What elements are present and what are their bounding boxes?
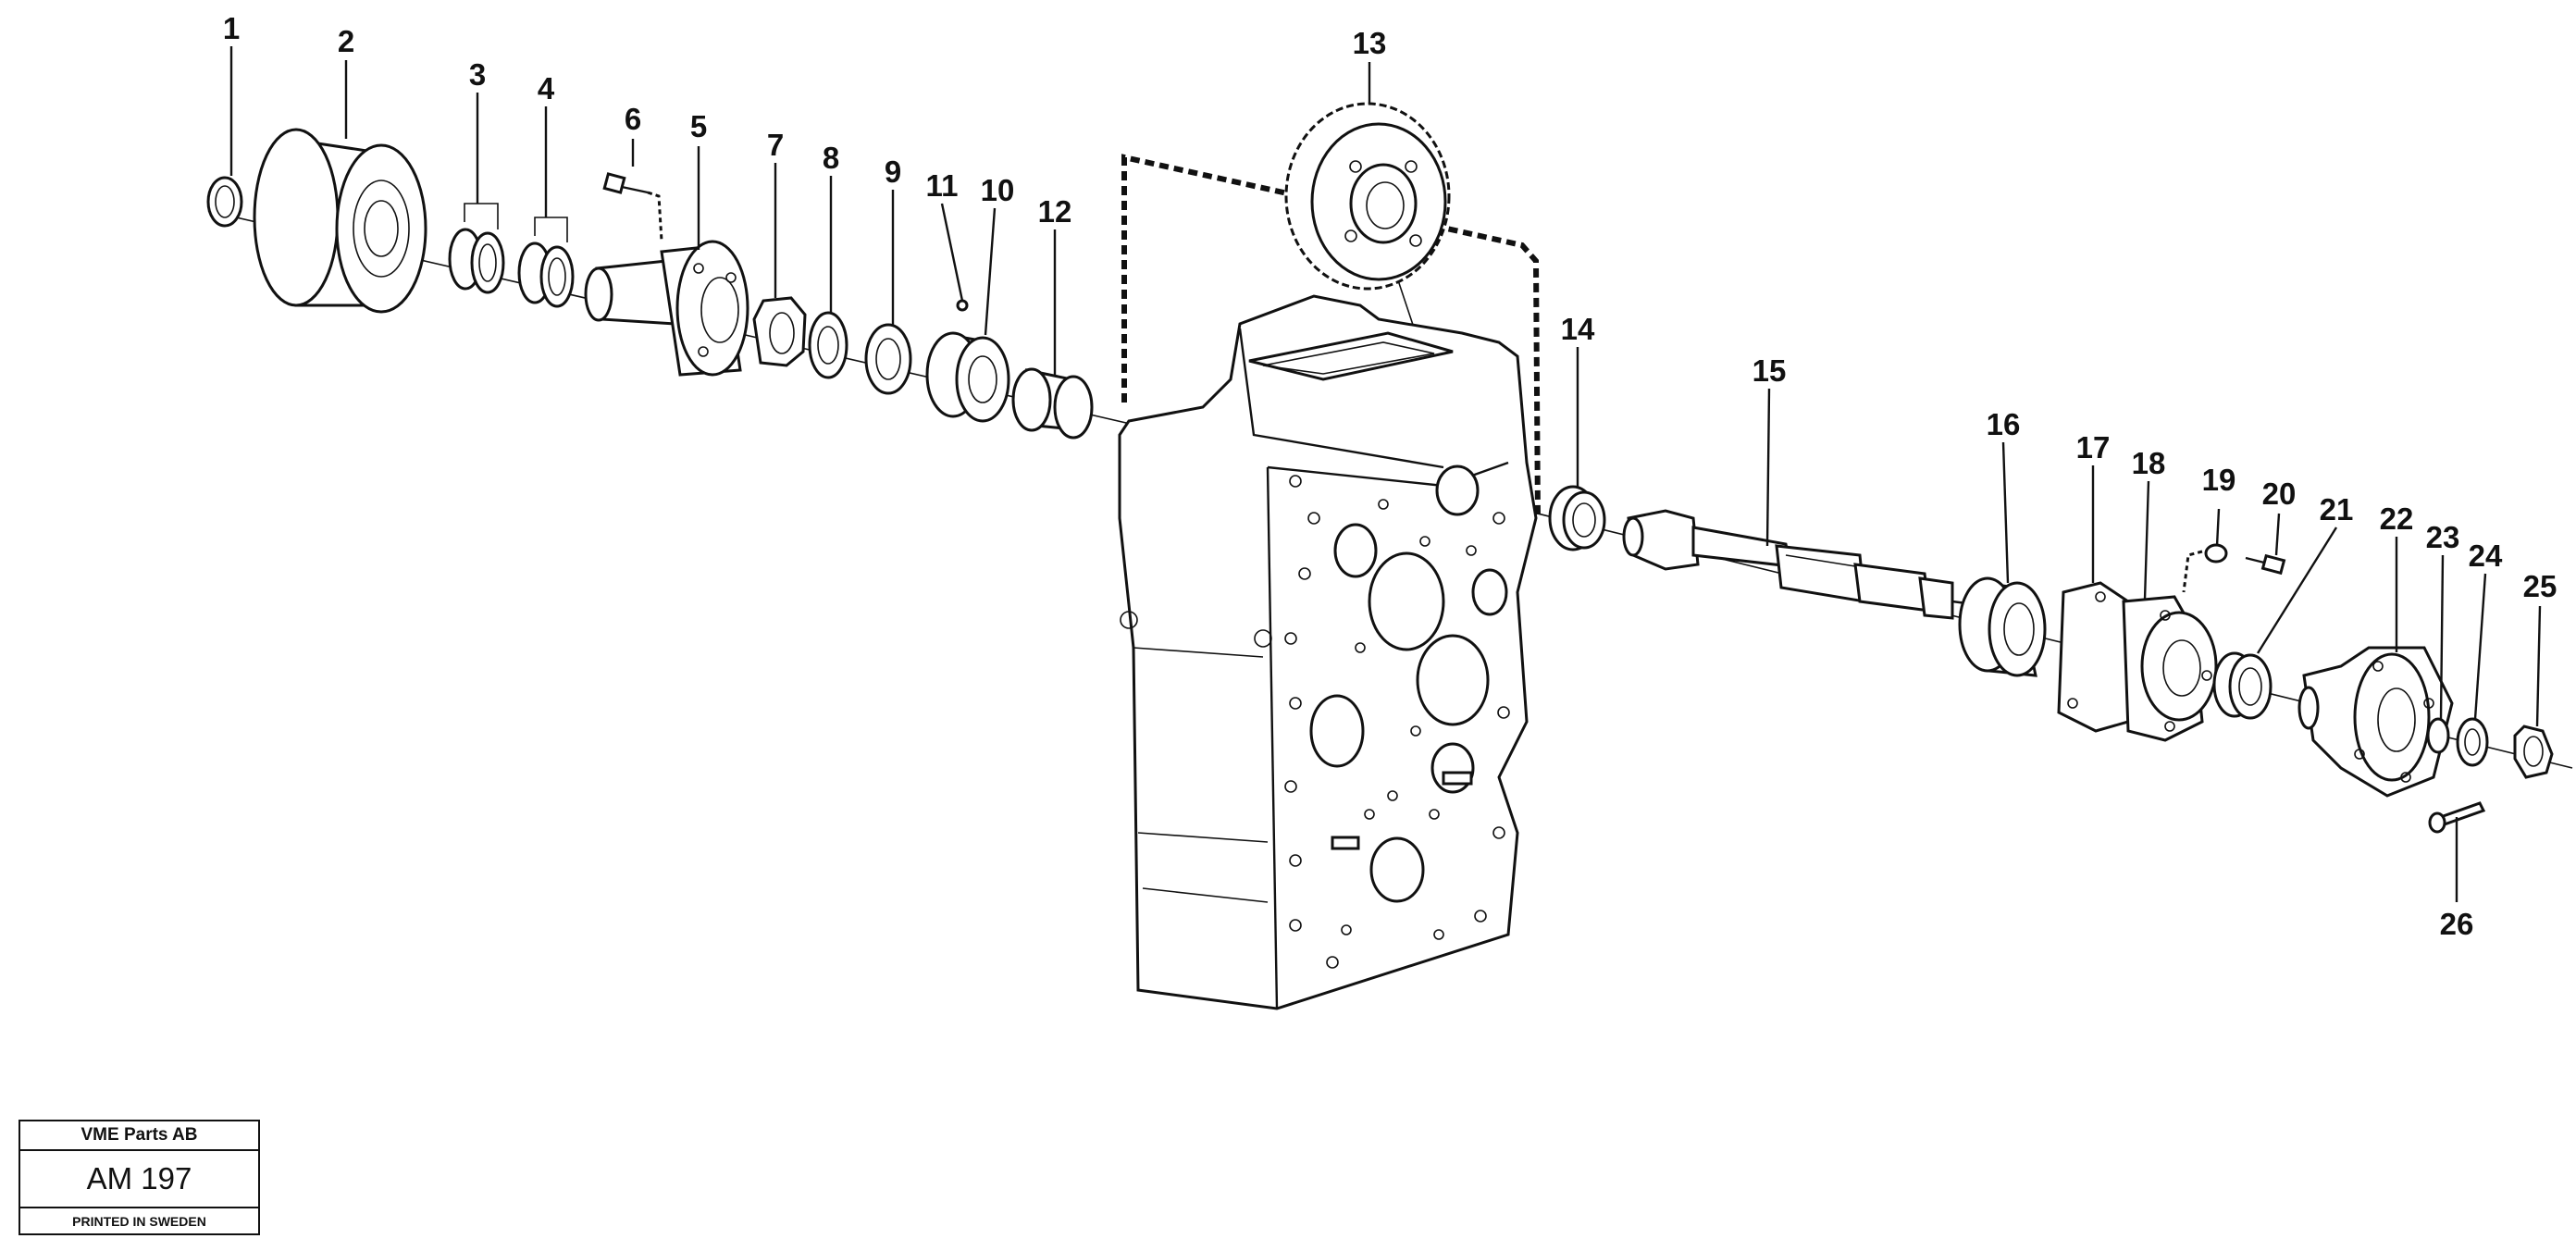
part-label-9: 9 — [885, 155, 901, 189]
part-label-17: 17 — [2076, 430, 2111, 464]
part-19-washer — [2204, 543, 2228, 564]
part-label-5: 5 — [690, 109, 707, 143]
part-13-gear — [1284, 102, 1451, 291]
drawing-code: AM 197 — [20, 1151, 258, 1208]
part-14-seal — [1548, 485, 1606, 551]
part-label-2: 2 — [338, 24, 354, 58]
leader-lines — [229, 46, 2542, 902]
part-label-25: 25 — [2523, 569, 2557, 603]
part-label-4: 4 — [538, 71, 555, 105]
part-label-24: 24 — [2469, 539, 2503, 573]
part-11-ball — [956, 299, 969, 312]
part-22-flange — [2297, 646, 2454, 798]
part-17-cover — [2057, 581, 2130, 733]
part-21-seal — [2212, 651, 2273, 720]
printed-note: PRINTED IN SWEDEN — [72, 1214, 206, 1229]
part-label-3: 3 — [469, 57, 486, 92]
dash-6-5 — [647, 191, 663, 242]
part-8-washer — [808, 311, 848, 379]
part-20-bolt — [2245, 553, 2286, 576]
part-labels: 1 2 3 4 5 6 7 8 9 10 11 12 13 14 15 16 1… — [223, 11, 2557, 941]
part-9-nut — [864, 323, 912, 395]
part-label-1: 1 — [223, 11, 240, 45]
dash-19-18 — [2182, 550, 2203, 593]
company-name: VME Parts AB — [20, 1121, 258, 1151]
part-15-shaft — [1622, 509, 1967, 620]
part-label-23: 23 — [2426, 520, 2460, 554]
part-label-10: 10 — [981, 173, 1015, 207]
part-18-cover — [2122, 595, 2218, 742]
part-6-bolt — [602, 172, 649, 194]
dashed-bracket — [1121, 154, 1541, 519]
part-23-ring — [2426, 717, 2450, 754]
part-24-washer — [2456, 717, 2489, 767]
part-3-rings — [448, 228, 505, 294]
part-label-26: 26 — [2440, 907, 2474, 941]
part-label-16: 16 — [1987, 407, 2021, 441]
part-label-19: 19 — [2202, 463, 2236, 497]
part-label-13: 13 — [1353, 26, 1387, 60]
title-block: VME Parts AB AM 197 PRINTED IN SWEDEN — [19, 1120, 260, 1235]
part-label-6: 6 — [625, 102, 641, 136]
part-2-drum — [253, 128, 427, 314]
part-label-7: 7 — [767, 128, 784, 162]
part-25-nut — [2513, 725, 2554, 779]
part-4-rings — [517, 242, 575, 308]
part-26-bolt — [2428, 801, 2486, 834]
part-1-circlip — [206, 176, 243, 228]
part-label-21: 21 — [2320, 492, 2354, 526]
part-label-22: 22 — [2380, 502, 2414, 536]
part-label-18: 18 — [2132, 446, 2166, 480]
part-label-14: 14 — [1561, 312, 1595, 346]
part-10-bearing — [925, 331, 1010, 423]
part-7-nut — [752, 296, 807, 367]
part-12-sleeve — [1011, 367, 1094, 440]
part-16-bearing — [1958, 576, 2047, 677]
bracket-3 — [464, 203, 499, 229]
part-label-11: 11 — [926, 168, 959, 203]
gearbox-housing — [1118, 294, 1538, 1010]
part-5-hub — [584, 240, 749, 377]
part-label-12: 12 — [1038, 194, 1072, 229]
part-label-15: 15 — [1752, 353, 1787, 388]
bracket-4 — [534, 217, 568, 242]
part-label-8: 8 — [823, 141, 839, 175]
part-label-20: 20 — [2262, 477, 2297, 511]
